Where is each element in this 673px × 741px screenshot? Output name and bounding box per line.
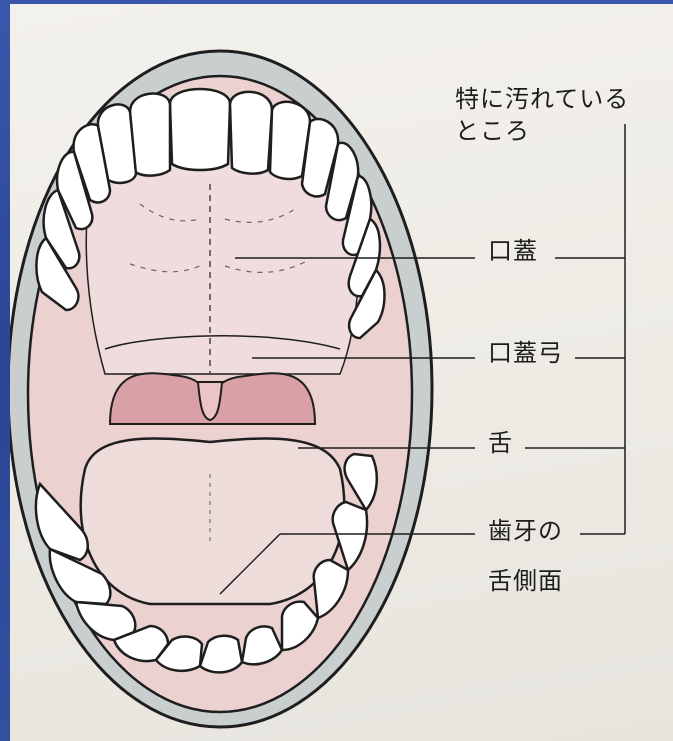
label-palatal-arch: 口蓋弓 — [488, 338, 563, 368]
label-palate: 口蓋 — [488, 236, 538, 266]
open-mouth-illustration — [10, 4, 673, 741]
header-line-2: ところ — [455, 116, 530, 146]
label-lingual-surface-line-1: 歯牙の — [488, 516, 563, 546]
label-lingual-surface-line-2: 舌側面 — [488, 566, 563, 596]
label-tongue: 舌 — [488, 428, 513, 458]
header-line-1: 特に汚れている — [455, 84, 629, 114]
tongue — [81, 439, 345, 604]
textbook-photo: 特に汚れている ところ 口蓋 口蓋弓 舌 歯牙の 舌側面 — [10, 4, 673, 741]
